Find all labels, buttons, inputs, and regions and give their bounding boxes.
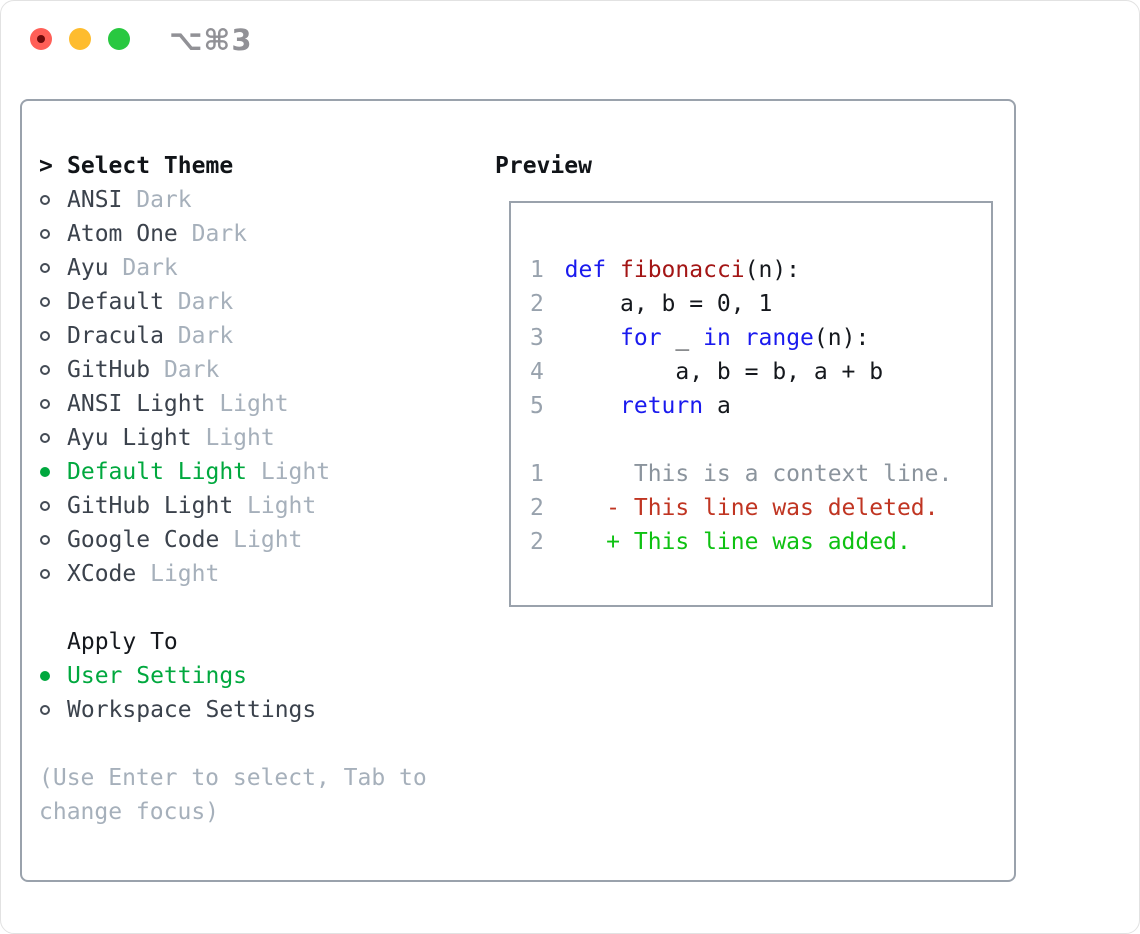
apply-to-title-row: Apply To: [39, 625, 435, 659]
line-number: 2: [530, 291, 544, 317]
theme-item-ayu-dark[interactable]: Ayu Dark: [39, 251, 435, 285]
close-window-button[interactable]: [30, 28, 52, 50]
window-titlebar: ⌥⌘3: [1, 1, 1139, 77]
line-number: 1: [530, 257, 544, 283]
theme-variant: Dark: [136, 187, 192, 213]
radio-icon: [40, 569, 50, 579]
theme-list: > Select Theme ANSI Dark Atom One Dark A…: [39, 149, 435, 829]
line-number: 4: [530, 359, 544, 385]
code-line: 2 a, b = 0, 1: [530, 287, 991, 321]
minimize-window-button[interactable]: [69, 28, 91, 50]
window-shortcut-label: ⌥⌘3: [169, 23, 253, 57]
apply-to-title: Apply To: [67, 629, 178, 655]
theme-name: Ayu Light: [67, 425, 192, 451]
diff-context-line: 1 This is a context line.: [530, 457, 991, 491]
theme-variant: Dark: [163, 357, 220, 383]
theme-item-github-dark[interactable]: GitHub Dark: [39, 353, 435, 387]
theme-variant: Light: [205, 425, 275, 451]
theme-item-xcode-light[interactable]: XCode Light: [39, 557, 435, 591]
prompt-icon: >: [39, 153, 53, 179]
theme-name: Ayu: [67, 255, 109, 281]
code-line: 3 for _ in range(n):: [530, 321, 991, 355]
theme-item-ayu-light[interactable]: Ayu Light Light: [39, 421, 435, 455]
theme-name: Default Light: [67, 459, 248, 485]
line-number: 3: [530, 325, 544, 351]
radio-icon: [40, 229, 50, 239]
theme-picker-panel: > Select Theme ANSI Dark Atom One Dark A…: [20, 99, 1016, 882]
theme-variant: Light: [260, 459, 331, 485]
line-number: 2: [530, 495, 544, 521]
radio-icon: [40, 331, 50, 341]
line-number: 2: [530, 529, 544, 555]
radio-icon: [40, 195, 50, 205]
zoom-window-button[interactable]: [108, 28, 130, 50]
diff-added-line: 2 + This line was added.: [530, 525, 991, 559]
help-text: (Use Enter to select, Tab to change focu…: [39, 765, 427, 825]
theme-item-google-code-light[interactable]: Google Code Light: [39, 523, 435, 557]
theme-item-default-light[interactable]: Default Light Light: [39, 455, 435, 489]
theme-item-dracula-dark[interactable]: Dracula Dark: [39, 319, 435, 353]
theme-item-ansi-dark[interactable]: ANSI Dark: [39, 183, 435, 217]
theme-variant: Light: [150, 561, 220, 587]
blank-line: [530, 423, 991, 457]
code-line: 4 a, b = b, a + b: [530, 355, 991, 389]
radio-icon: [40, 365, 50, 375]
radio-icon: [40, 535, 50, 545]
theme-variant: Dark: [122, 255, 178, 281]
apply-to-workspace-settings[interactable]: Workspace Settings: [39, 693, 435, 727]
line-number: 1: [530, 461, 544, 487]
apply-to-label: Workspace Settings: [67, 697, 317, 723]
theme-name: GitHub Light: [67, 493, 234, 519]
theme-name: GitHub: [67, 357, 151, 383]
theme-item-default-dark[interactable]: Default Dark: [39, 285, 435, 319]
theme-variant: Light: [219, 391, 289, 417]
apply-to-user-settings[interactable]: User Settings: [39, 659, 435, 693]
code-line: 5 return a: [530, 389, 991, 423]
radio-icon: [40, 263, 50, 273]
theme-variant: Dark: [177, 323, 234, 349]
radio-icon: [40, 467, 50, 477]
radio-icon: [40, 501, 50, 511]
theme-item-atom-one-dark[interactable]: Atom One Dark: [39, 217, 435, 251]
line-number: 5: [530, 393, 544, 419]
preview-title: Preview: [495, 153, 592, 179]
diff-deleted-line: 2 - This line was deleted.: [530, 491, 991, 525]
apply-to-label: User Settings: [67, 663, 248, 689]
theme-item-ansi-light[interactable]: ANSI Light Light: [39, 387, 435, 421]
radio-icon: [40, 671, 50, 681]
theme-name: Atom One: [67, 221, 178, 247]
select-theme-title-row: > Select Theme: [39, 149, 435, 183]
theme-name: Dracula: [67, 323, 164, 349]
theme-name: Default: [67, 289, 164, 315]
theme-name: ANSI: [67, 187, 123, 213]
theme-name: Google Code: [67, 527, 220, 553]
spacer: [39, 591, 435, 625]
radio-icon: [40, 297, 50, 307]
theme-name: XCode: [67, 561, 137, 587]
radio-icon: [40, 399, 50, 409]
theme-variant: Light: [233, 527, 303, 553]
select-theme-title: Select Theme: [67, 153, 234, 179]
radio-icon: [40, 705, 50, 715]
theme-variant: Dark: [177, 289, 234, 315]
close-icon: [37, 35, 45, 43]
radio-icon: [40, 433, 50, 443]
theme-variant: Light: [247, 493, 317, 519]
theme-variant: Dark: [191, 221, 248, 247]
theme-item-github-light[interactable]: GitHub Light Light: [39, 489, 435, 523]
theme-name: ANSI Light: [67, 391, 206, 417]
